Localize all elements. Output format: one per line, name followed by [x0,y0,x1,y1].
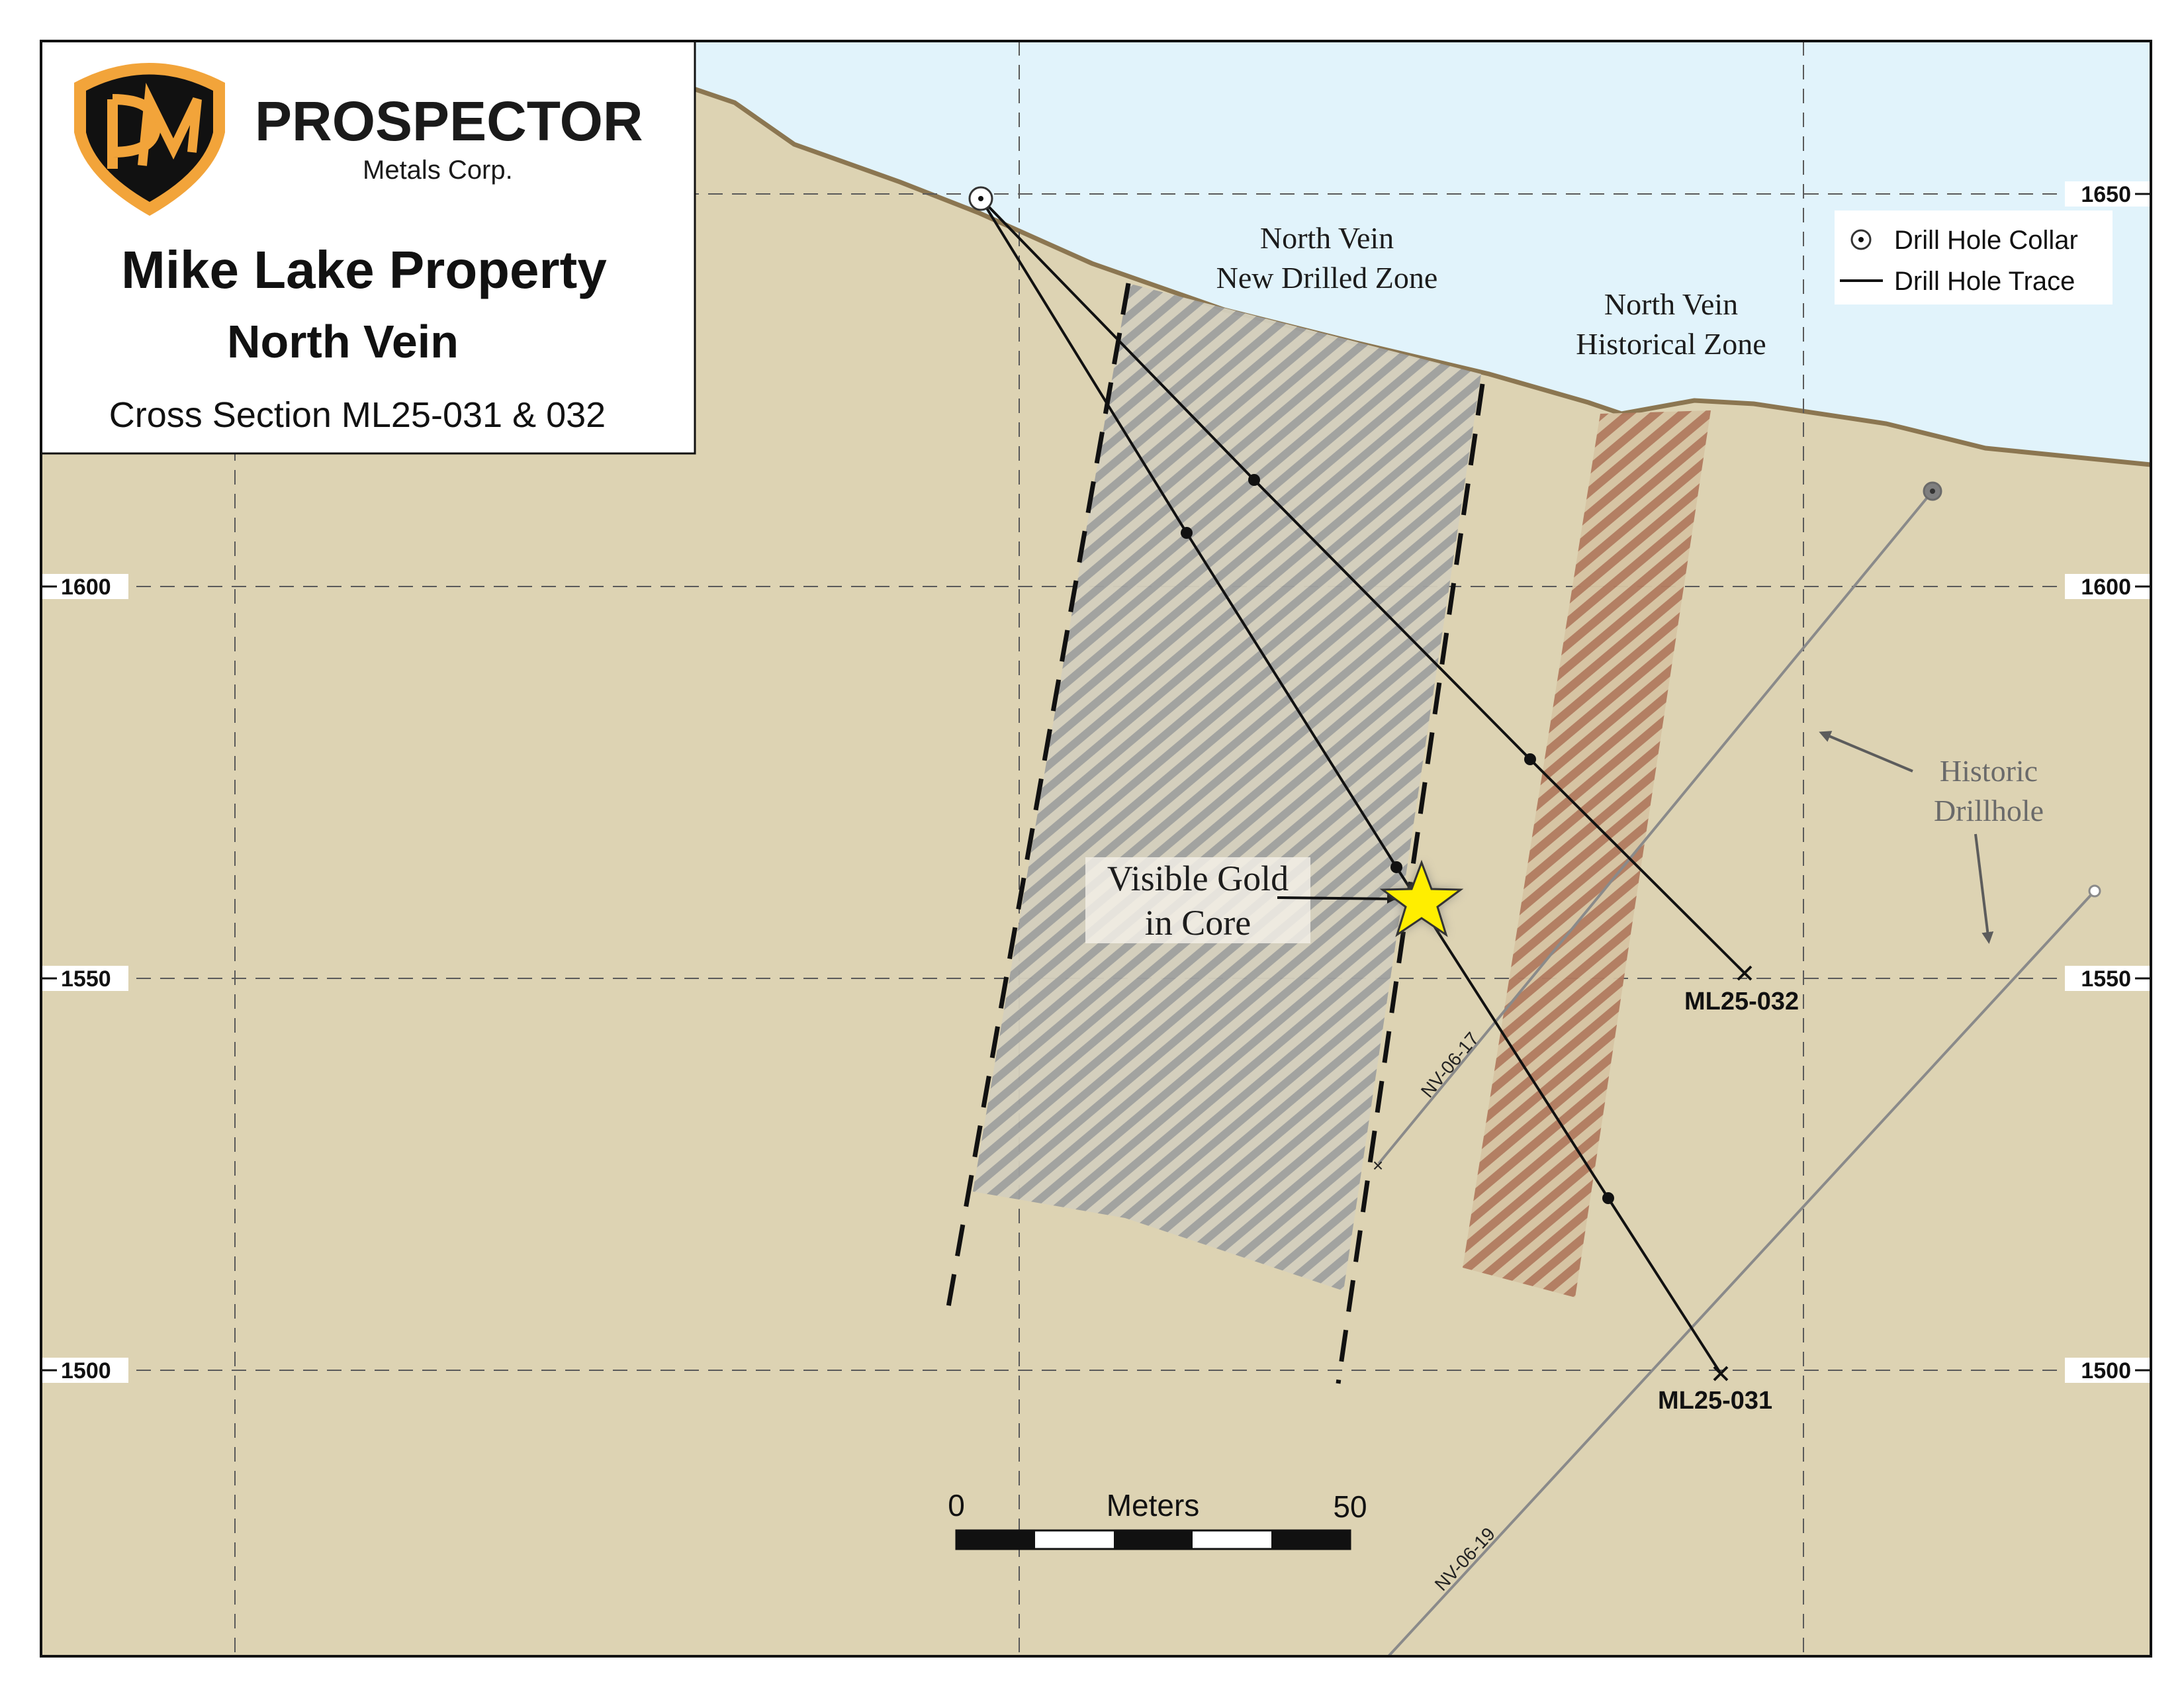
new-zone-label-line2: New Drilled Zone [1216,261,1438,295]
gold-star-icon [1379,859,1464,937]
tick-right-1650: 1650 [2081,182,2131,207]
visible-gold-label-line1: Visible Gold [1107,859,1289,898]
tick-left-1500: 1500 [61,1358,111,1383]
zone-boundary-west [945,283,1131,1311]
visible-gold-label-line2: in Core [1145,903,1251,943]
elevation-labels-left: 1600 1550 1500 [42,574,128,1383]
drill-hole-trace-ml25-032 [979,197,1746,974]
company-name: PROSPECTOR [255,90,643,152]
tick-right-1500: 1500 [2081,1358,2131,1383]
historical-zone-label-line1: North Vein [1604,287,1738,321]
historic-collar-dot [1930,489,1935,494]
title-property: Mike Lake Property [121,240,607,299]
historic-drillhole-nv-06-17 [1377,490,1934,1165]
tick-left-1600: 1600 [61,575,111,600]
company-logo [74,63,225,216]
scale-unit-label: Meters [1107,1488,1200,1523]
visible-gold-callout-box [1085,857,1310,943]
title-block: PROSPECTOR Metals Corp. Mike Lake Proper… [40,40,696,455]
new-zone-label-line1: North Vein [1260,221,1394,255]
historic-drillhole-nv-06-19 [1387,890,2096,1656]
legend-trace-label: Drill Hole Trace [1894,267,2075,296]
tick-right-1550: 1550 [2081,966,2131,992]
survey-points [1181,474,1614,1204]
legend-collar-label: Drill Hole Collar [1894,226,2078,255]
scale-start-label: 0 [948,1488,965,1523]
elevation-labels-right: 1650 1600 1550 1500 [2065,181,2150,1383]
historic-end-marker-nv-06-17: × [1373,1155,1383,1176]
scale-bar [955,1529,1351,1550]
visible-gold-arrow [1277,894,1396,904]
scale-end-label: 50 [1333,1489,1367,1524]
historical-zone [1463,410,1711,1297]
historic-arrow-lower [1974,833,1994,944]
new-drilled-zone [973,283,1481,1291]
hole-label-ml25-031: ML25-031 [1658,1387,1772,1415]
historic-drillhole-note-line1: Historic [1940,754,2038,788]
historic-drillhole-note-line2: Drillhole [1934,794,2044,827]
hole-end-markers [1713,965,1752,1382]
hole-label-ml25-032: ML25-032 [1684,988,1799,1015]
tick-right-1600: 1600 [2081,575,2131,600]
title-vein: North Vein [227,316,459,367]
historical-zone-label-line2: Historical Zone [1576,327,1766,361]
legend: Drill Hole Collar Drill Hole Trace [1835,211,2113,305]
drill-collar-dot [978,196,983,201]
company-subname: Metals Corp. [363,156,513,185]
title-section: Cross Section ML25-031 & 032 [109,395,606,435]
section-background: × [41,41,2151,1656]
ground-surface-line [690,85,2151,467]
historic-collar-icon-2 [2088,884,2101,898]
zone-boundary-east [1336,383,1485,1384]
map-frame [40,40,2152,1658]
historic-arrow-upper [1819,731,1913,773]
tick-left-1550: 1550 [61,966,111,992]
